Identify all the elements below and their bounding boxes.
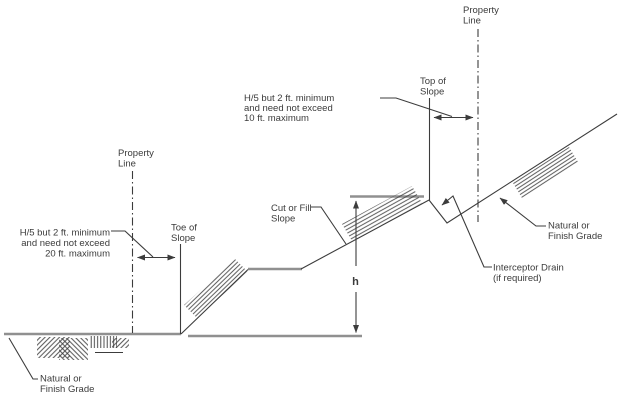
slope-hatch-upper [342,186,422,241]
natural-grade-line-with-drain-notch [428,113,618,224]
label-line: and need not exceed [244,103,333,114]
label-line: Finish Grade [40,384,94,395]
label-line: Cut or Fill [271,203,312,214]
property-line-label-upper: Property Line [463,5,499,27]
label-line: (if required) [493,273,542,284]
label-line: Property [118,148,154,159]
label-line: and need not exceed [21,238,110,249]
label-line: Slope [271,214,295,225]
label-line: H/5 but 2 ft. minimum [244,93,334,104]
label-line: Property [463,5,499,16]
interceptor-drain-leader [441,195,492,268]
property-line-label-left: Property Line [118,148,154,170]
interceptor-drain-label: Interceptor Drain (if required) [493,263,564,285]
label-line: Toe of [171,223,197,234]
label-line: 10 ft. maximum [244,113,309,124]
setback-note-toe: H/5 but 2 ft. minimum and need not excee… [20,228,110,260]
cut-or-fill-slope-label: Cut or Fill Slope [271,203,312,225]
toe-of-slope-label: Toe of Slope [171,223,197,245]
natural-grade-leader-right [499,197,546,227]
natural-grade-label-bottom-left: Natural or Finish Grade [40,374,94,396]
setback-dimension-top [380,97,474,121]
slope-height-label: h [352,276,359,288]
top-of-slope-label: Top of Slope [420,76,446,98]
label-line: Natural or [548,221,590,232]
setback-dimension-toe [111,230,176,261]
natural-grade-hatch-right [513,147,578,198]
slope-hatch-lower [184,259,248,318]
label-line: Slope [420,87,444,98]
label-line: Finish Grade [548,231,602,242]
setback-note-top: H/5 but 2 ft. minimum and need not excee… [244,93,334,124]
label-line: H/5 but 2 ft. minimum [20,228,110,239]
earth-hatch-lower-left [37,336,129,360]
cut-fill-slope-line-upper [300,199,430,270]
label-line: Line [463,16,481,27]
label-line: Natural or [40,374,82,385]
label-line: Interceptor Drain [493,263,564,274]
label-line: Line [118,159,136,170]
label-line: 20 ft. maximum [45,249,110,260]
natural-grade-label-right: Natural or Finish Grade [548,221,602,243]
cut-fill-slope-leader [311,206,347,245]
label-line: Top of [420,76,446,87]
natural-grade-leader-bottom-left [8,337,38,380]
label-line: Slope [171,233,195,244]
